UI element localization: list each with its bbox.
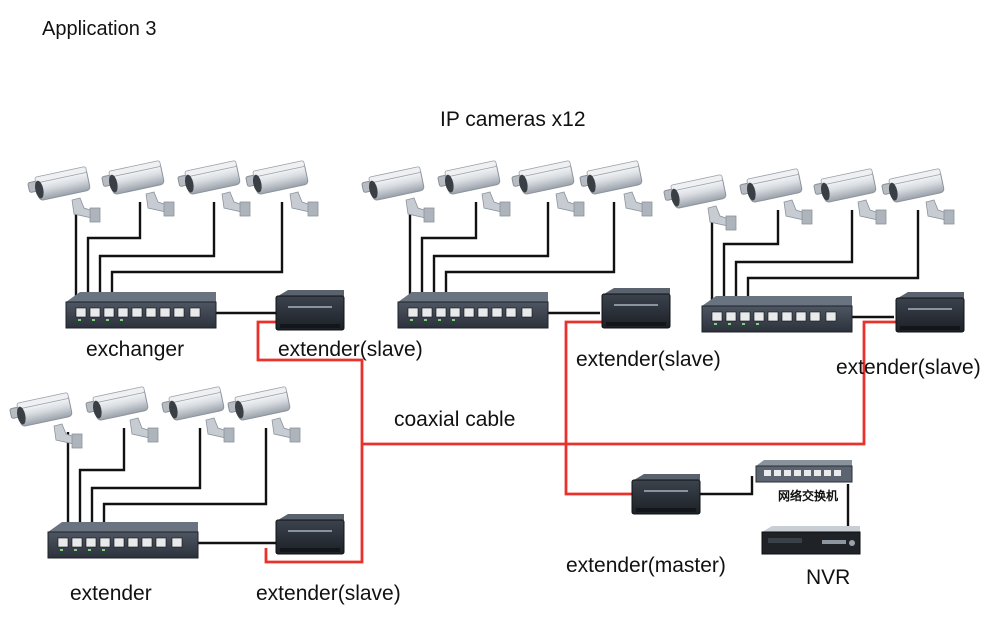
extender-box-icon bbox=[601, 287, 671, 329]
nvr-label: NVR bbox=[806, 566, 851, 589]
extender-box-icon bbox=[631, 473, 701, 515]
network-switch-icon bbox=[701, 295, 853, 333]
network-switch-icon bbox=[397, 291, 549, 329]
extender-slave-label: extender(slave) bbox=[278, 338, 423, 361]
ip-camera-icon bbox=[27, 159, 319, 223]
extender-slave-label: extender(slave) bbox=[836, 356, 981, 379]
network-switch-label: 网络交换机 bbox=[778, 488, 838, 503]
coaxial-cable-label: coaxial cable bbox=[394, 408, 516, 431]
coaxial-cable-line bbox=[256, 320, 900, 564]
camera-cables bbox=[66, 202, 920, 545]
ip-camera-icon bbox=[663, 167, 955, 231]
page-title: Application 3 bbox=[42, 18, 157, 40]
extender-box-icon bbox=[275, 289, 345, 331]
ip-camera-icon bbox=[361, 159, 653, 223]
extender-label: extender bbox=[70, 582, 152, 605]
cameras-label: IP cameras x12 bbox=[440, 108, 586, 131]
extender-master-label: extender(master) bbox=[566, 554, 726, 577]
network-switch-icon bbox=[47, 521, 199, 559]
extender-slave-label: extender(slave) bbox=[256, 582, 401, 605]
ip-camera-icon bbox=[9, 385, 301, 449]
extender-box-icon bbox=[275, 513, 345, 555]
extender-box-icon bbox=[895, 291, 965, 333]
network-switch-icon bbox=[755, 460, 853, 483]
network-switch-icon bbox=[65, 291, 217, 329]
extender-slave-label: extender(slave) bbox=[576, 348, 721, 371]
nvr-icon bbox=[761, 526, 861, 555]
exchanger-label: exchanger bbox=[86, 338, 185, 361]
